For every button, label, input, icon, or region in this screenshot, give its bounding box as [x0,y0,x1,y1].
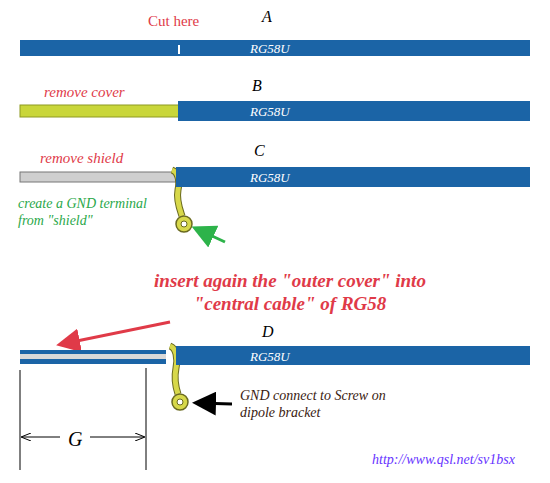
step-letter: B [252,76,262,95]
step-letter: C [254,141,265,160]
cable-type: RG58U [250,349,290,362]
cable-type: RG58U [250,42,290,55]
step-letter: A [262,7,272,26]
instruction-note: remove shield [40,149,123,167]
instruction-note: remove cover [44,83,125,101]
coax-cable: RG58U [20,40,530,56]
coax-cable: RG58U [176,346,530,365]
cable-type: RG58U [250,105,290,118]
instruction-note: create a GND terminal from "shield" [18,196,168,230]
instruction-note: Cut here [148,12,199,30]
instruction-note: insert again the "outer cover" into "cen… [140,270,440,316]
cable-type: RG58U [250,171,290,184]
dimension-label: G [68,427,82,451]
instruction-note: GND connect to Screw on dipole bracket [240,388,400,422]
coax-cable: RG58U [176,167,530,187]
step-letter: D [262,322,274,341]
coax-cable: RG58U [178,101,530,121]
cut-mark [178,45,180,54]
url-watermark: http://www.qsl.net/sv1bsx [372,452,515,469]
